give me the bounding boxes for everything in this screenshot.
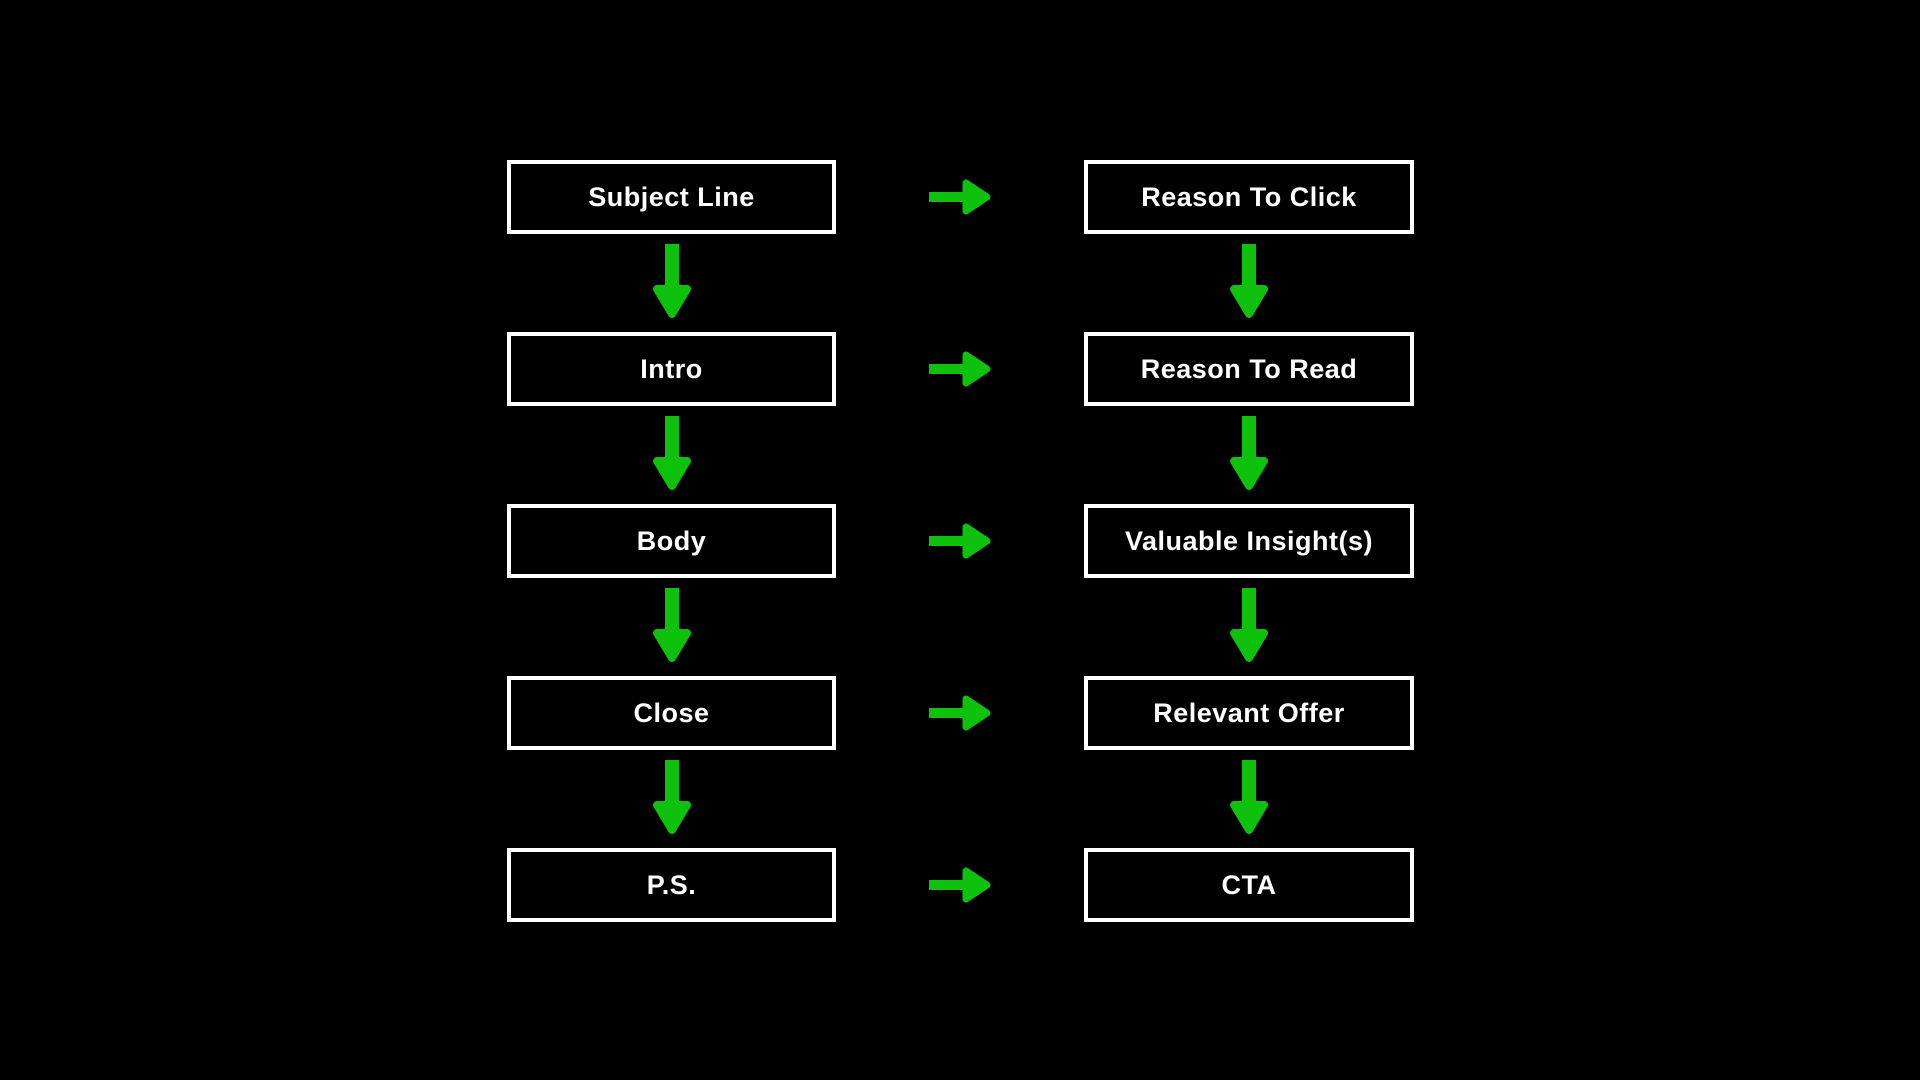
box-reason-to-click-label: Reason To Click bbox=[1141, 181, 1357, 212]
box-body: Body bbox=[507, 504, 836, 578]
box-valuable-insights: Valuable Insight(s) bbox=[1084, 504, 1414, 578]
down-arrow-icon bbox=[1084, 406, 1414, 504]
box-reason-to-read-label: Reason To Read bbox=[1140, 353, 1358, 384]
box-intro-label: Intro bbox=[640, 353, 703, 384]
box-subject-line: Subject Line bbox=[507, 160, 836, 234]
box-reason-to-click: Reason To Click bbox=[1084, 160, 1414, 234]
email-structure-diagram: Subject Line Reason To Click Intro Reaso… bbox=[507, 160, 1414, 922]
right-arrow-icon bbox=[836, 504, 1084, 578]
box-subject-line-label: Subject Line bbox=[588, 181, 755, 212]
right-arrow-icon bbox=[836, 848, 1084, 922]
down-arrow-icon bbox=[507, 234, 836, 332]
box-cta: CTA bbox=[1084, 848, 1414, 922]
right-arrow-icon bbox=[836, 676, 1084, 750]
box-relevant-offer-label: Relevant Offer bbox=[1153, 697, 1345, 728]
right-arrow-icon bbox=[836, 332, 1084, 406]
down-arrow-icon bbox=[1084, 234, 1414, 332]
box-ps: P.S. bbox=[507, 848, 836, 922]
box-intro: Intro bbox=[507, 332, 836, 406]
down-arrow-icon bbox=[507, 750, 836, 848]
down-arrow-icon bbox=[507, 578, 836, 676]
down-arrow-icon bbox=[1084, 750, 1414, 848]
box-valuable-insights-label: Valuable Insight(s) bbox=[1124, 525, 1374, 556]
box-relevant-offer: Relevant Offer bbox=[1084, 676, 1414, 750]
down-arrow-icon bbox=[1084, 578, 1414, 676]
box-close-label: Close bbox=[633, 697, 710, 728]
box-cta-label: CTA bbox=[1221, 869, 1277, 900]
down-arrow-icon bbox=[507, 406, 836, 504]
box-close: Close bbox=[507, 676, 836, 750]
right-arrow-icon bbox=[836, 160, 1084, 234]
box-ps-label: P.S. bbox=[646, 869, 697, 900]
box-reason-to-read: Reason To Read bbox=[1084, 332, 1414, 406]
box-body-label: Body bbox=[636, 525, 707, 556]
